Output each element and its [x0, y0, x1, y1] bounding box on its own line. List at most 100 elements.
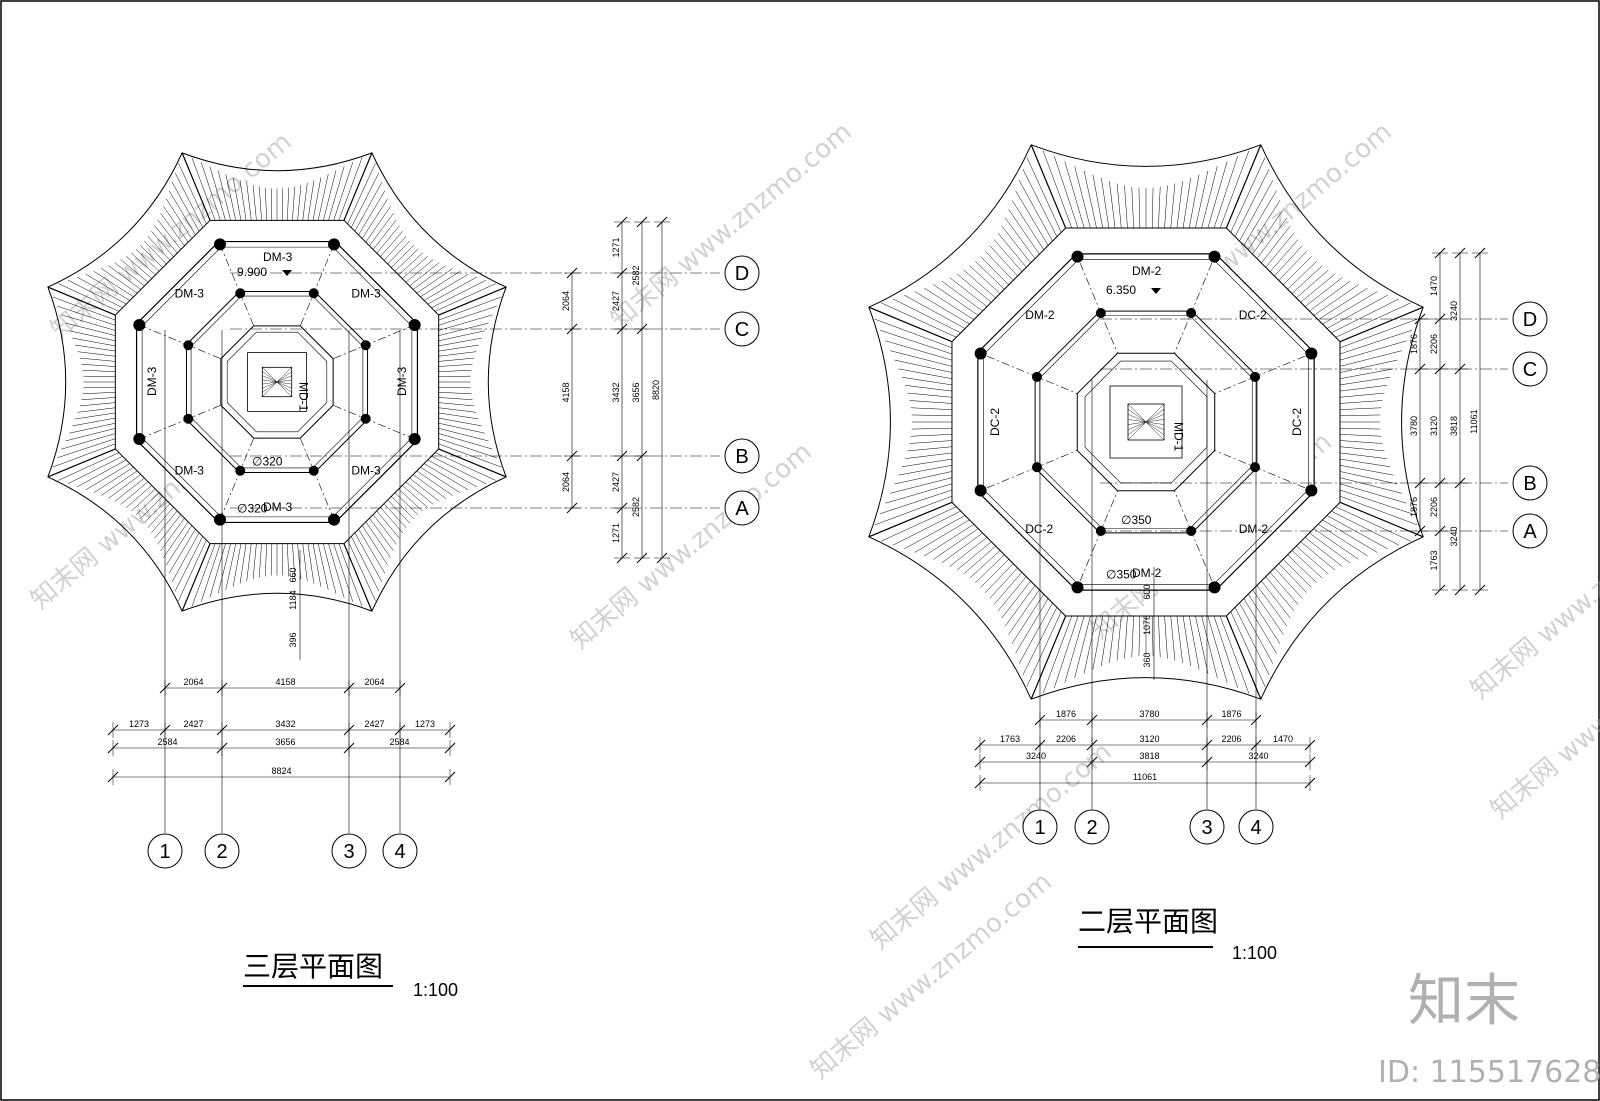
axis-label-4: 4 — [394, 841, 405, 863]
roof-tile-line — [1256, 585, 1288, 627]
roof-tile-line — [885, 340, 953, 361]
roof-tile-line — [949, 537, 988, 567]
roof-tile-line — [292, 543, 296, 578]
roof-eaves — [47, 152, 507, 612]
roof-tile-line — [1339, 483, 1407, 504]
roof-tile-line — [880, 330, 953, 355]
roof-tile-line — [874, 495, 953, 526]
door-label: DC-2 — [1025, 522, 1053, 536]
roof-tile-line — [893, 510, 961, 546]
dimension-value: 11061 — [1133, 772, 1157, 782]
roof-tile-line — [438, 422, 485, 434]
axis-label-3: 3 — [343, 841, 354, 863]
roof-tile-line — [438, 392, 472, 395]
column-diameter-label: ∅320 — [237, 502, 268, 516]
axis-bubble — [724, 438, 760, 474]
roof-tile-line — [1339, 458, 1391, 467]
watermark-logo: 知末 ID: 1155176280 — [1378, 969, 1600, 1090]
dimension-value: 1470 — [1429, 276, 1439, 296]
dimension-value: 2582 — [631, 265, 641, 285]
roof-tile-line — [1008, 589, 1040, 635]
axis-label-A: A — [1523, 521, 1537, 543]
roof-tile-line — [178, 163, 207, 225]
roof-tile-line — [61, 314, 116, 331]
roof-tile-line — [438, 438, 497, 459]
roof-tile-line — [77, 459, 127, 488]
dimension-value: 4158 — [561, 382, 571, 402]
column — [1071, 581, 1084, 594]
roof-tile-line — [1083, 615, 1097, 674]
roof-tile-line — [69, 330, 116, 342]
roof-tile-line — [1339, 340, 1407, 361]
roof-tile-line — [997, 576, 1027, 612]
roof-tile-line — [151, 507, 174, 533]
roof-tile-line — [1176, 615, 1183, 664]
roof-tile-line — [438, 428, 489, 442]
roof-tile-line — [1274, 567, 1303, 599]
roof-tile-line — [391, 496, 414, 519]
dimension-value: 2427 — [611, 291, 621, 311]
roof-tile-line — [1008, 209, 1040, 255]
roof-tile-line — [1326, 515, 1388, 550]
roof-tile-line — [1339, 465, 1394, 476]
axis-label-1: 1 — [1034, 817, 1045, 839]
roof-tile-line — [963, 269, 996, 299]
axis-bubble — [204, 833, 240, 869]
roof-tile-line — [1109, 180, 1116, 229]
roof-tile-line — [151, 231, 174, 257]
roof-tile-line — [258, 543, 262, 578]
roof-tile-line — [163, 521, 189, 558]
roof-tile-line — [1339, 440, 1383, 444]
plan-scale: 1:100 — [413, 980, 458, 1000]
roof-tile-line — [1234, 607, 1270, 675]
roof-tile-line — [1269, 572, 1299, 605]
roof-tile-line — [323, 543, 337, 594]
roof-hip-ridge — [438, 286, 507, 316]
roof-tile-line — [58, 452, 120, 481]
axis-bubble — [724, 490, 760, 526]
roof-tile-line — [297, 543, 302, 580]
roof-tile-line — [438, 330, 485, 342]
roof-tile-line — [914, 519, 970, 553]
column — [1305, 347, 1318, 360]
roof-tile-line — [1296, 545, 1329, 575]
center-door-label: MD-1 — [296, 382, 310, 412]
roof-tile-line — [81, 397, 116, 401]
roof-tile-line — [1339, 446, 1385, 452]
roof-tile-line — [1131, 616, 1134, 658]
dimension-value: 11061 — [1469, 409, 1479, 433]
roof-tile-line — [1074, 615, 1091, 678]
roof-tile-line — [438, 417, 482, 427]
roof-tile-line — [1054, 156, 1079, 229]
roof-tile-line — [1339, 452, 1388, 459]
roof-tile-line — [1304, 277, 1343, 307]
roof-tile-line — [1195, 170, 1209, 229]
roof-tile-line — [1339, 471, 1398, 485]
roof-tile-line — [1116, 183, 1122, 229]
roof-tile-line — [171, 532, 200, 582]
roof-tile-line — [1291, 550, 1323, 579]
door-label: DM-3 — [351, 463, 381, 477]
roof-tile-line — [57, 305, 116, 326]
roof-tile-line — [302, 543, 308, 582]
roof-tile-line — [369, 213, 394, 246]
roof-tile-line — [398, 252, 423, 276]
roof-tile-line — [328, 543, 345, 598]
door-label: DM-2 — [1025, 308, 1055, 322]
stair-well — [1109, 385, 1183, 459]
roof-tile-line — [1340, 427, 1381, 430]
roof-tile-line — [1261, 580, 1291, 619]
dimension-value: 1273 — [129, 719, 149, 729]
roof-tile-line — [1265, 576, 1295, 612]
roof-tile-line — [1274, 245, 1303, 277]
roof-tile-line — [120, 481, 149, 505]
roof-tile-line — [209, 166, 226, 221]
axis-bubble — [1512, 465, 1548, 501]
roof-tile-line — [79, 357, 116, 362]
roof-tile-line — [1026, 157, 1062, 233]
elevation-label: 6.350 — [1106, 283, 1136, 297]
roof-tile-line — [907, 392, 953, 398]
third-floor-title-block: 三层平面图 1:100 — [243, 950, 458, 1000]
roof-tile-line — [431, 279, 487, 308]
